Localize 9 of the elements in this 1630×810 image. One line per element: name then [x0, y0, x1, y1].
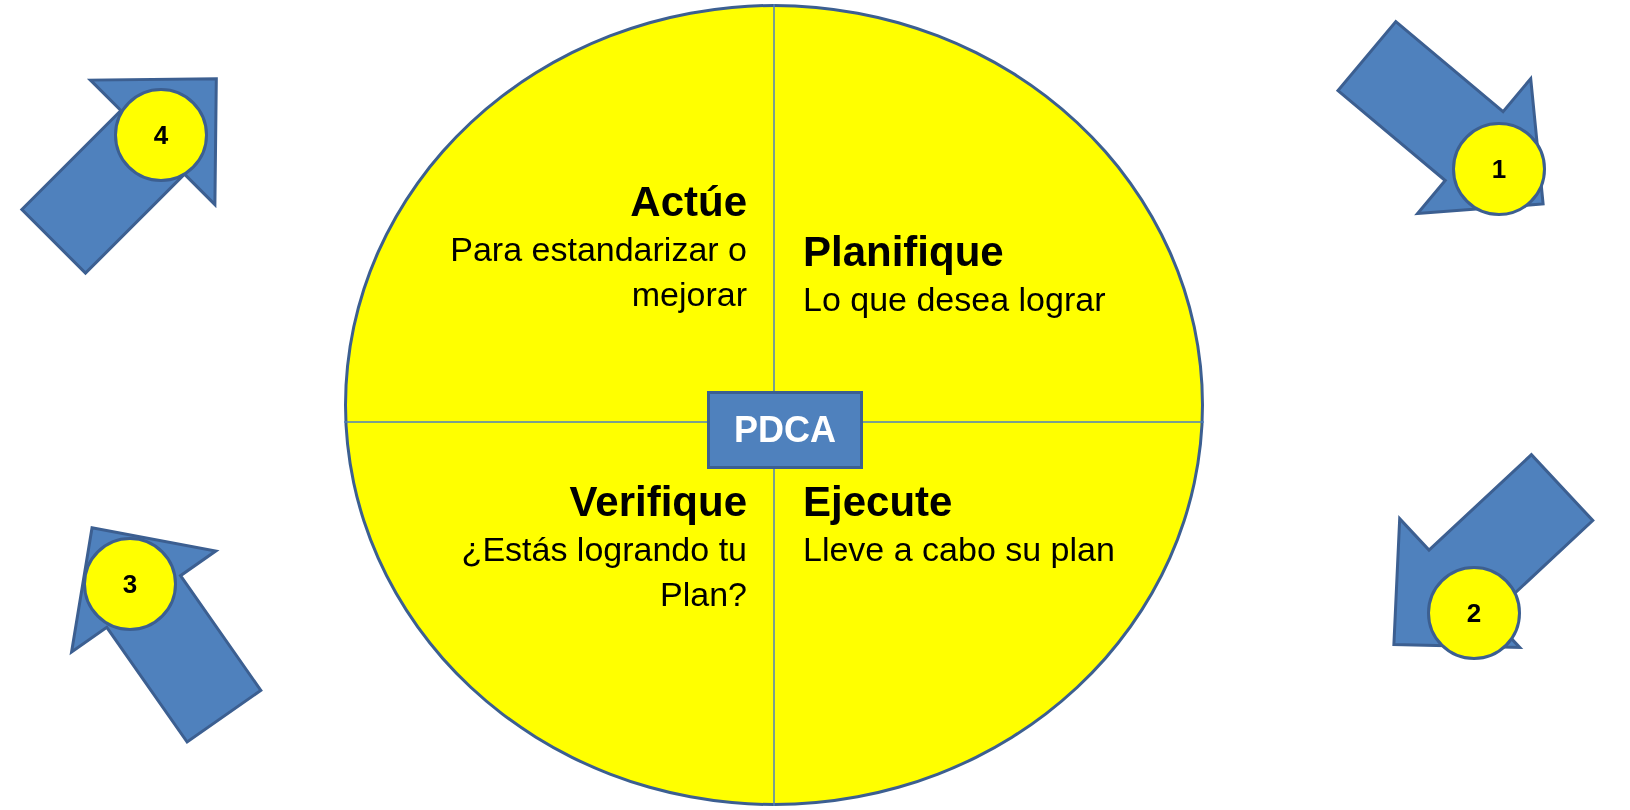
quadrant-description: Para estandarizar o mejorar: [449, 229, 747, 315]
quadrant-description: Lleve a cabo su plan: [803, 529, 1116, 571]
center-label-box: PDCA: [707, 391, 863, 469]
quadrant-heading: Actúe: [629, 177, 747, 227]
quadrant-heading: Planifique: [803, 227, 1005, 277]
quadrant-description: ¿Estás logrando tu Plan?: [460, 529, 747, 615]
quadrant-heading: Ejecute: [803, 477, 954, 527]
quadrant-description: Lo que desea lograr: [803, 279, 1107, 321]
quadrant-heading: Verifique: [568, 477, 747, 527]
